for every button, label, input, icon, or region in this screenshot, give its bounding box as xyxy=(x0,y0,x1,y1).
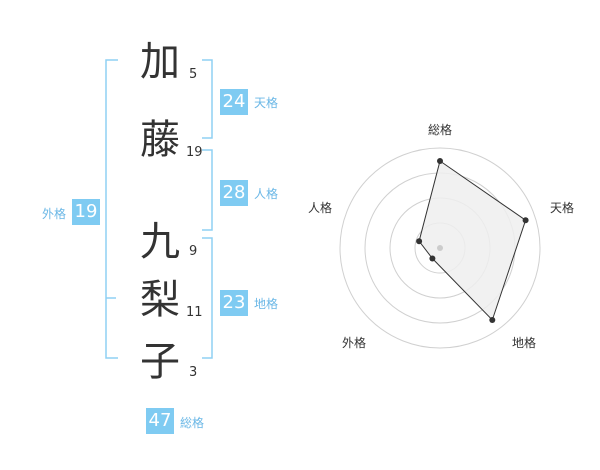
radar-axis-label-soukaku: 総格 xyxy=(428,123,453,137)
name-char-1: 加 xyxy=(140,39,180,85)
jinkaku-label: 人格 xyxy=(254,187,279,201)
gaikaku-label: 外格 xyxy=(42,207,67,221)
soukaku-label: 総格 xyxy=(180,416,205,430)
stroke-count-5: 3 xyxy=(189,365,198,380)
soukaku-badge: 47 xyxy=(146,408,174,434)
radar-point-5 xyxy=(416,238,423,245)
gaikaku-bracket xyxy=(105,59,118,359)
radar-point-3 xyxy=(489,317,496,323)
chikaku-bracket xyxy=(202,237,213,359)
radar-point-4 xyxy=(429,255,436,262)
radar-axis-label-chikaku: 地格 xyxy=(512,336,537,350)
jinkaku-bracket xyxy=(202,149,213,231)
radar-point-1 xyxy=(437,158,443,164)
stroke-count-3: 9 xyxy=(189,244,198,259)
radar-axis-label-tenkaku: 天格 xyxy=(550,201,575,215)
stroke-count-4: 11 xyxy=(186,305,203,320)
gaikaku-badge: 19 xyxy=(72,199,100,225)
name-char-4: 梨 xyxy=(140,277,180,323)
stroke-count-1: 5 xyxy=(189,67,198,82)
jinkaku-badge: 28 xyxy=(220,180,248,206)
name-char-5: 子 xyxy=(140,339,180,385)
tenkaku-bracket xyxy=(202,59,213,139)
radar-center-dot xyxy=(437,245,443,251)
radar-axis-label-gaikaku: 外格 xyxy=(342,336,367,350)
chikaku-label: 地格 xyxy=(254,297,279,311)
name-char-2: 藤 xyxy=(140,117,180,163)
tenkaku-label: 天格 xyxy=(254,96,279,110)
radar-axis-label-jinkaku: 人格 xyxy=(308,201,333,215)
radar-series-area xyxy=(418,160,527,321)
name-char-3: 九 xyxy=(140,219,180,265)
chikaku-badge: 23 xyxy=(220,290,248,316)
radar-point-2 xyxy=(522,217,529,224)
stroke-count-2: 19 xyxy=(186,145,203,160)
tenkaku-badge: 24 xyxy=(220,89,248,115)
radar-grid-ring xyxy=(339,147,541,349)
